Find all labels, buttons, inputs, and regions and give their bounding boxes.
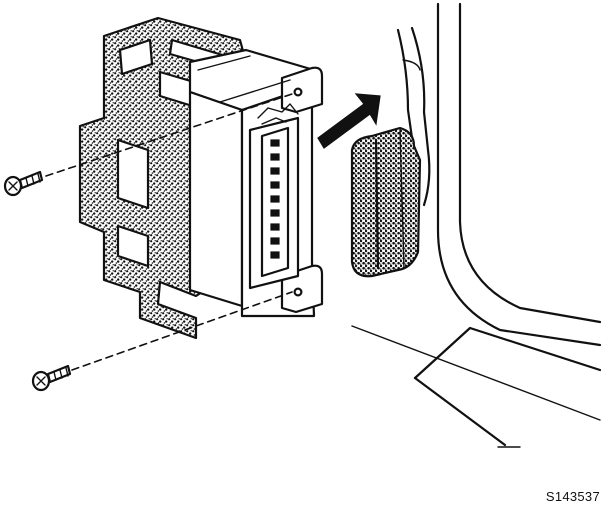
socket-pins xyxy=(270,139,280,259)
mounting-screw-upper xyxy=(3,93,293,197)
vehicle-panel xyxy=(351,2,602,448)
wiring-harness xyxy=(396,26,431,207)
figure-id-label: S143537 xyxy=(545,489,600,504)
direction-arrow xyxy=(317,93,381,149)
mounting-screw-lower xyxy=(31,291,293,392)
connector-plug xyxy=(350,126,422,278)
control-module xyxy=(188,48,324,318)
